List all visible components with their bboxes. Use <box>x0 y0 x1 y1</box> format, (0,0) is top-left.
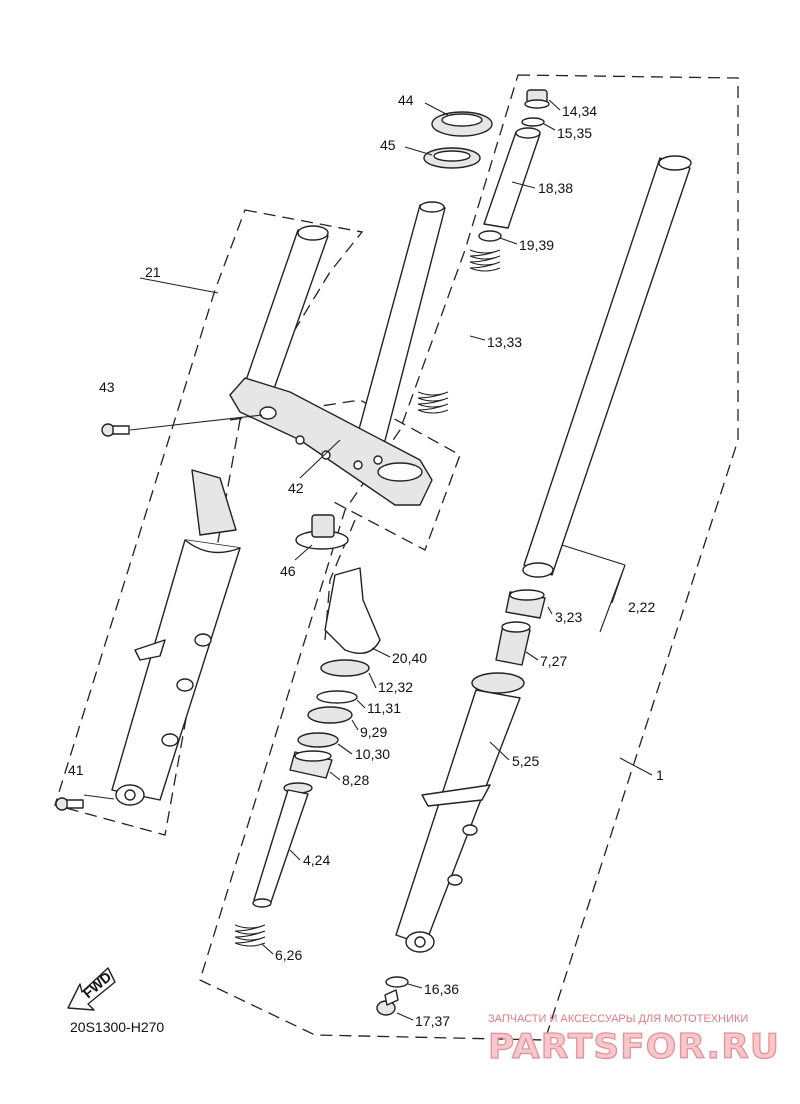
inner-tube-2 <box>522 155 692 578</box>
label-18-38: 18,38 <box>538 180 573 196</box>
label-20-40: 20,40 <box>392 650 427 666</box>
part-labels: 44 45 14,34 15,35 18,38 19,39 13,33 21 4… <box>68 92 664 1029</box>
nut-46 <box>295 514 349 550</box>
label-14-34: 14,34 <box>562 103 597 119</box>
watermark-logo: PARTSFOR.RU <box>488 1027 780 1067</box>
fwd-arrow-icon: FWD <box>67 967 116 1011</box>
seal-8 <box>289 750 333 779</box>
gasket-16 <box>385 976 409 988</box>
label-45: 45 <box>380 137 396 153</box>
oil-seal-9 <box>307 706 353 724</box>
watermark: ЗАПЧАСТИ И АКСЕССУАРЫ ДЛЯ МОТОТЕХНИКИ PA… <box>487 1013 780 1068</box>
label-21: 21 <box>145 264 161 280</box>
spring-13 <box>417 249 501 414</box>
outer-tube-5 <box>395 672 525 953</box>
label-6-26: 6,26 <box>275 947 302 963</box>
label-1: 1 <box>656 767 664 783</box>
label-10-30: 10,30 <box>355 746 390 762</box>
label-9-29: 9,29 <box>360 724 387 740</box>
spacer-18 <box>483 127 541 229</box>
spring-6 <box>234 924 266 947</box>
label-42: 42 <box>288 480 304 496</box>
cap-bolt-14 <box>524 89 550 109</box>
label-43: 43 <box>99 379 115 395</box>
bracket-20 <box>324 567 381 654</box>
screw-41 <box>55 797 84 811</box>
washer-10 <box>297 732 339 748</box>
label-7-27: 7,27 <box>540 653 567 669</box>
diagram-code: 20S1300-H270 <box>70 1019 164 1035</box>
label-8-28: 8,28 <box>342 772 369 788</box>
bushing-7 <box>495 621 531 666</box>
label-4-24: 4,24 <box>303 852 330 868</box>
label-19-39: 19,39 <box>519 237 554 253</box>
label-13-33: 13,33 <box>487 334 522 350</box>
label-17-37: 17,37 <box>415 1013 450 1029</box>
watermark-tagline: ЗАПЧАСТИ И АКСЕССУАРЫ ДЛЯ МОТОТЕХНИКИ <box>488 1013 748 1025</box>
leader-lines <box>83 99 653 1021</box>
assembly-outline-1 <box>199 74 739 1041</box>
clip-11 <box>316 690 358 704</box>
label-46: 46 <box>280 563 296 579</box>
damper-rod-4 <box>252 782 313 908</box>
bolt-17 <box>376 989 399 1016</box>
seal-45 <box>423 147 481 169</box>
washer-19 <box>478 230 502 242</box>
label-12-32: 12,32 <box>378 679 413 695</box>
o-ring-15 <box>521 117 545 127</box>
steering-stem-clamp <box>229 201 446 506</box>
label-44: 44 <box>398 92 414 108</box>
screw-43 <box>101 423 130 437</box>
label-5-25: 5,25 <box>512 753 539 769</box>
label-11-31: 11,31 <box>367 700 401 716</box>
assembly-outline-21 <box>54 209 364 836</box>
label-16-36: 16,36 <box>424 981 459 997</box>
label-15-35: 15,35 <box>557 125 592 141</box>
fork-assembly-left <box>111 225 329 806</box>
label-2-22: 2,22 <box>628 599 655 615</box>
label-3-23: 3,23 <box>555 609 582 625</box>
bushing-3 <box>505 589 546 619</box>
dust-seal-12 <box>320 659 370 677</box>
label-41: 41 <box>68 762 84 778</box>
bearing-44 <box>431 111 493 137</box>
